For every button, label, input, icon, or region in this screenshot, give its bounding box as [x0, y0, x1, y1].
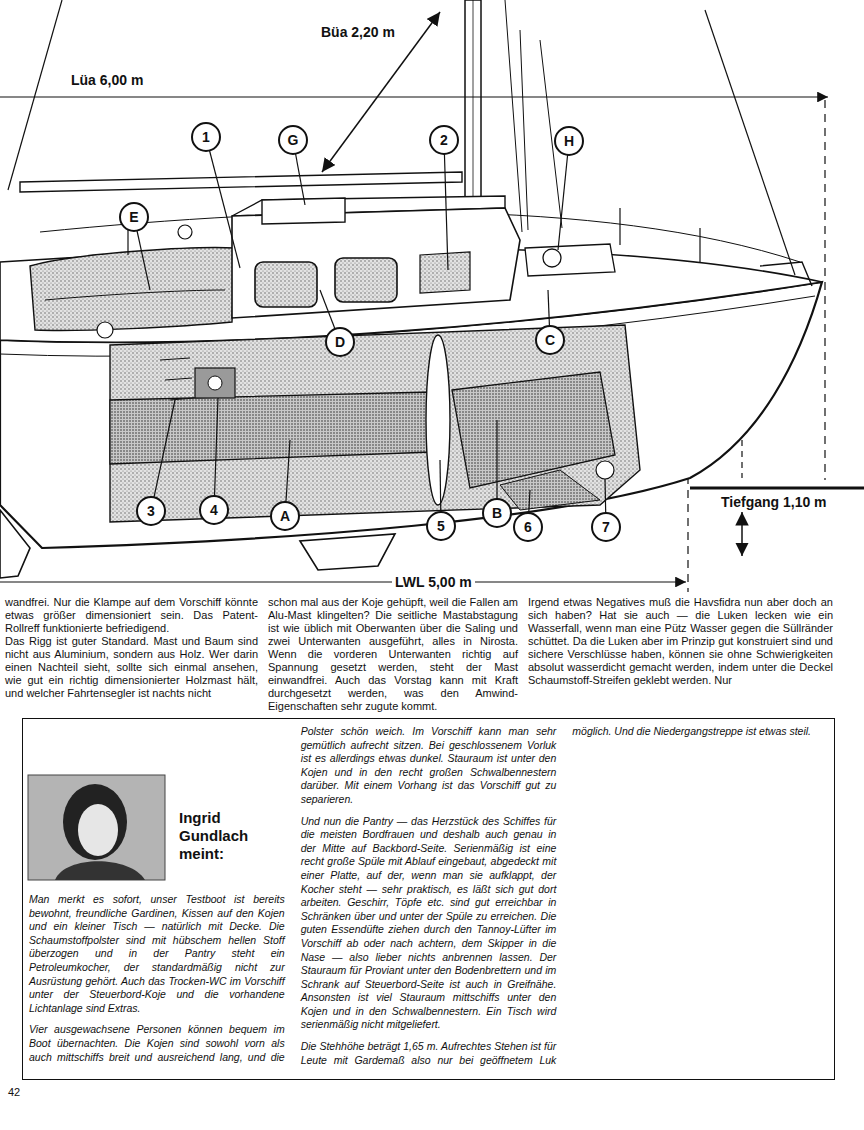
- photo-shoulders: [55, 861, 145, 880]
- boom: [20, 172, 462, 192]
- waterline: [690, 487, 864, 490]
- shroud: [520, 30, 528, 230]
- callout-circle: 2: [429, 125, 459, 155]
- cockpit: [30, 248, 235, 331]
- window: [255, 262, 317, 307]
- callout-label: C: [545, 333, 555, 347]
- backstay: [8, 0, 62, 190]
- photo-ground: [28, 775, 165, 880]
- sidebar-paragraph: Und nun die Pantry — das Herzstück des S…: [301, 815, 557, 1033]
- stanchions: [128, 208, 700, 262]
- rudder: [0, 510, 30, 578]
- callout-circle: 5: [426, 511, 456, 541]
- author-photo: [28, 775, 165, 880]
- sidebar-heading: Ingrid Gundlach meint:: [179, 809, 274, 863]
- dimension-dash: [687, 462, 688, 592]
- callout-circle: 1: [191, 122, 221, 152]
- step: [160, 358, 190, 360]
- cabin-side: [232, 208, 520, 318]
- forestay: [705, 10, 795, 275]
- dimension-label: Lüa 6,00 m: [68, 72, 146, 88]
- winch: [178, 225, 192, 239]
- dimension-dash: [824, 100, 825, 480]
- draft-line: [741, 512, 743, 556]
- callout-circle: C: [535, 325, 565, 355]
- callout-label: A: [280, 509, 290, 523]
- pulpit: [760, 262, 812, 286]
- cockpit-seat: [45, 290, 225, 300]
- forward-berth: [452, 372, 615, 488]
- photo-spacer: [29, 725, 285, 893]
- body-paragraph: wandfrei. Nur die Klampe auf dem Vorschi…: [5, 596, 258, 635]
- callout-circle: A: [270, 501, 300, 531]
- sidebar-columns: Man merkt es sofort, unser Testboot ist …: [29, 725, 828, 1073]
- leader-lines: [134, 137, 606, 527]
- galley: [420, 252, 470, 293]
- callout-circle: 4: [199, 495, 229, 525]
- step: [165, 378, 192, 380]
- length-overall-line: [0, 96, 828, 97]
- callout-label: 5: [437, 519, 445, 533]
- stanchion: [619, 208, 620, 245]
- sidebar-paragraph: Man merkt es sofort, unser Testboot ist …: [29, 893, 285, 1015]
- callout-label: 1: [202, 130, 210, 144]
- waterline-length-line: [0, 581, 686, 582]
- callout-label: 3: [147, 504, 155, 518]
- text-column: wandfrei. Nur die Klampe auf dem Vorschi…: [5, 596, 258, 700]
- winch: [97, 322, 113, 338]
- callout-label: D: [335, 335, 345, 349]
- callout-label: E: [129, 210, 138, 224]
- leader-line: [444, 140, 448, 270]
- fore-hatch: [525, 244, 615, 276]
- forward-locker: [500, 470, 600, 510]
- text-column: Irgend etwas Negatives muß die Havsfidra…: [528, 596, 833, 687]
- callout-label: G: [288, 133, 299, 147]
- callout-label: B: [492, 506, 502, 520]
- photo-face: [78, 804, 118, 856]
- callout-label: 6: [524, 520, 532, 534]
- companionway-steps: [160, 358, 194, 400]
- callout-circle: 7: [591, 512, 621, 542]
- callout-circle: B: [482, 498, 512, 528]
- dimension-label: LWL 5,00 m: [392, 574, 475, 590]
- dimension-label: Büa 2,20 m: [318, 24, 398, 40]
- settee-berth: [110, 392, 432, 464]
- bulkhead: [426, 335, 450, 505]
- callout-circle: H: [554, 126, 584, 156]
- text-column: schon mal aus der Koje gehüpft, weil die…: [268, 596, 518, 713]
- callout-label: 7: [602, 520, 610, 534]
- callout-circle: 6: [513, 512, 543, 542]
- toilet: [596, 461, 614, 479]
- callout-circle: E: [119, 202, 149, 232]
- keel: [300, 534, 395, 570]
- sliding-hatch: [262, 198, 345, 224]
- engine: [195, 368, 235, 398]
- callout-circle: D: [325, 327, 355, 357]
- dimension-dash: [741, 440, 742, 478]
- body-paragraph: Das Rigg ist guter Standard. Mast und Ba…: [5, 635, 258, 700]
- interior-cutaway: [110, 325, 640, 522]
- step: [170, 398, 194, 400]
- callout-circle: 3: [136, 496, 166, 526]
- callout-circle: G: [278, 125, 308, 155]
- dimension-lines: [0, 12, 864, 592]
- leader-line: [214, 398, 218, 510]
- body-paragraph: Irgend etwas Negatives muß die Havsfidra…: [528, 596, 833, 687]
- sidebar-panel: Ingrid Gundlach meint: Man merkt es sofor…: [22, 718, 835, 1080]
- stanchion: [699, 228, 700, 262]
- window: [335, 258, 397, 302]
- callout-label: H: [564, 134, 574, 148]
- leader-line: [558, 141, 569, 250]
- page-number: 42: [8, 1086, 20, 1098]
- engine-flywheel: [208, 376, 222, 390]
- callout-label: 4: [210, 503, 218, 517]
- body-paragraph: schon mal aus der Koje gehüpft, weil die…: [268, 596, 518, 713]
- leader-line: [151, 400, 175, 511]
- leader-line: [206, 137, 240, 268]
- dimension-label: Tiefgang 1,10 m: [718, 494, 830, 510]
- shroud: [505, 0, 522, 232]
- ventilator: [543, 249, 561, 267]
- photo-hair: [63, 784, 127, 860]
- callout-label: 2: [440, 133, 448, 147]
